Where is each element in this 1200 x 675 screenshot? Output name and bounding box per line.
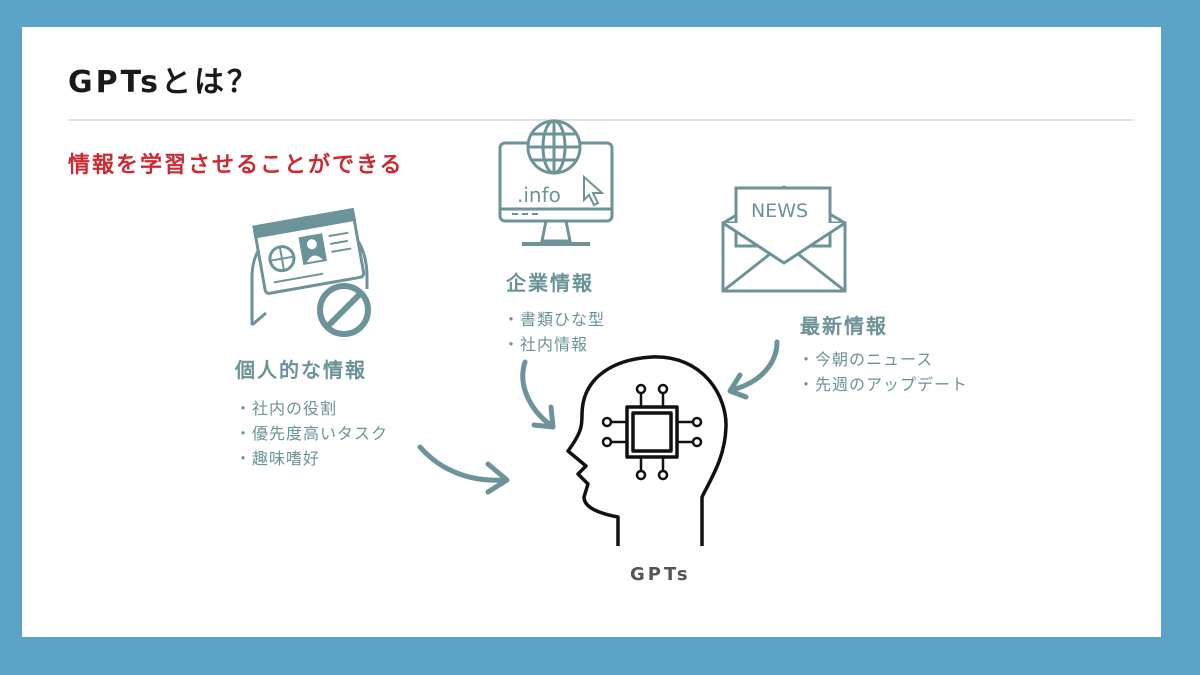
monitor-globe-icon: [498, 119, 614, 246]
company-info-list: 書類ひな型 社内情報: [503, 307, 605, 357]
list-item: 社内の役割: [235, 396, 388, 421]
list-item: 優先度高いタスク: [235, 421, 388, 446]
personal-info-list: 社内の役割 優先度高いタスク 趣味嗜好: [235, 396, 388, 471]
list-item: 先週のアップデート: [798, 372, 968, 397]
list-item: 書類ひな型: [503, 307, 605, 332]
slide: GPTsとは？ 情報を学習させることができる: [22, 27, 1161, 637]
gpts-label: GPTs: [630, 564, 691, 585]
subtitle: 情報を学習させることができる: [68, 153, 404, 178]
arrow-news-to-gpts: [727, 339, 780, 400]
list-item: 社内情報: [503, 332, 605, 357]
news-info-title: 最新情報: [800, 314, 888, 338]
list-item: 今朝のニュース: [798, 347, 968, 372]
page-title: GPTsとは？: [68, 65, 260, 100]
head-chip-icon: [566, 355, 728, 546]
news-icon-text: NEWS: [751, 200, 808, 222]
news-info-list: 今朝のニュース 先週のアップデート: [798, 347, 968, 397]
monitor-icon-text: .info: [517, 183, 561, 207]
company-info-title: 企業情報: [506, 271, 594, 295]
divider: [68, 119, 1133, 121]
diagram-art: .info NEWS: [250, 119, 847, 546]
id-card-prohibited-icon: [250, 207, 371, 337]
personal-info-title: 個人的な情報: [235, 358, 367, 382]
news-envelope-icon: [721, 185, 847, 293]
arrow-personal-to-gpts: [417, 444, 510, 495]
arrow-company-to-gpts: [520, 359, 556, 430]
list-item: 趣味嗜好: [235, 446, 388, 471]
